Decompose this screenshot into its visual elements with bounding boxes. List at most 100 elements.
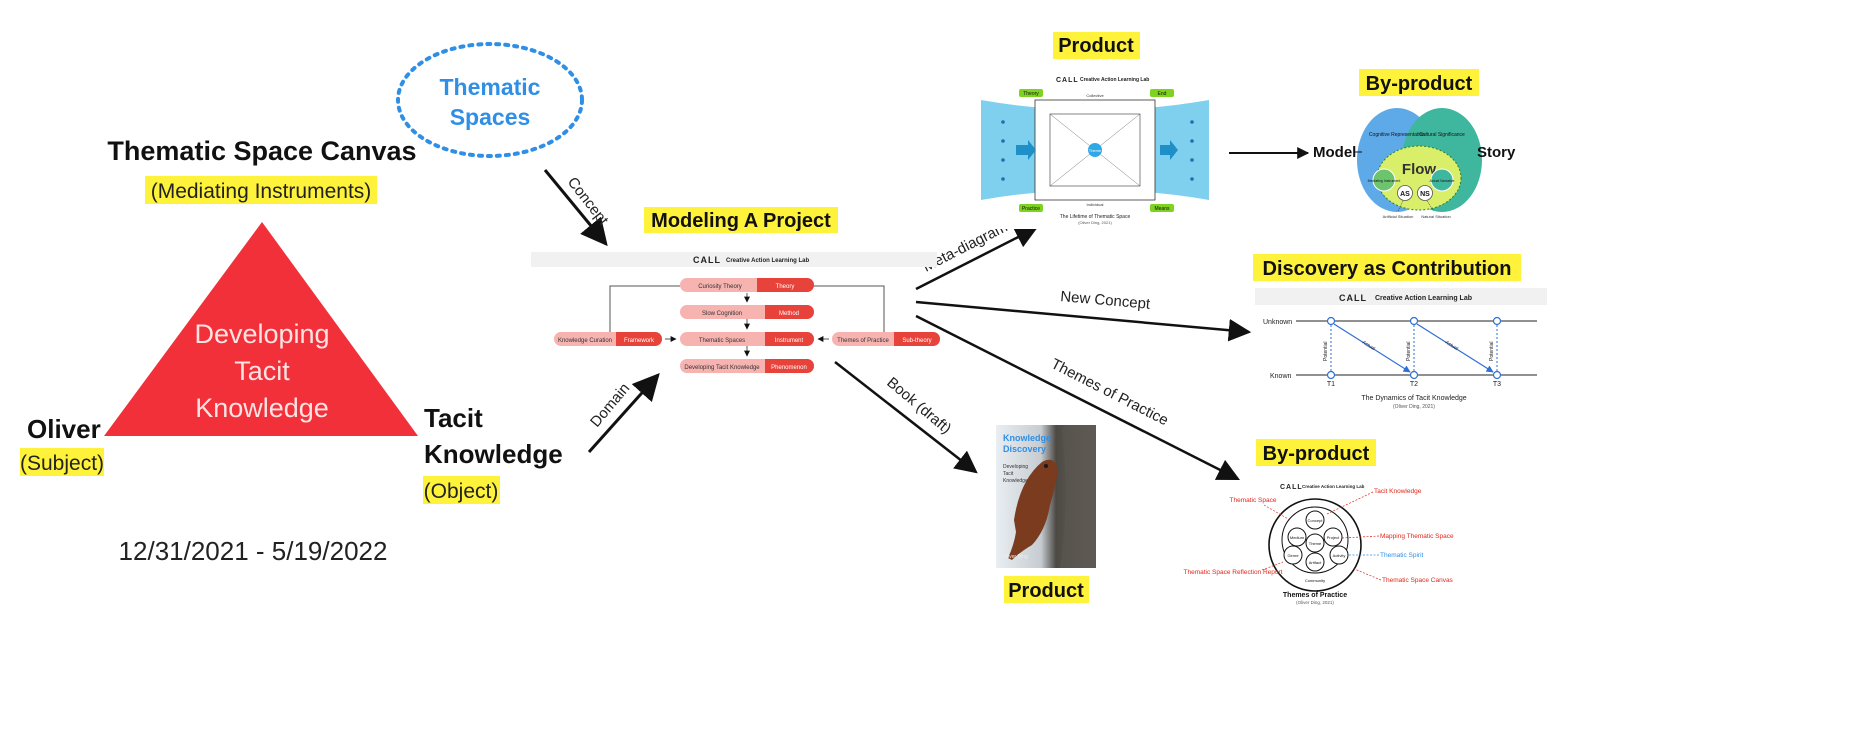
svg-text:Thematic Spirit: Thematic Spirit — [1380, 552, 1424, 559]
svg-text:Creative Action Learning Lab: Creative Action Learning Lab — [1302, 484, 1365, 489]
new-concept-label: New Concept — [1060, 288, 1152, 313]
svg-text:Creative Action Learning Lab: Creative Action Learning Lab — [1375, 295, 1472, 302]
modeling-highlight — [644, 207, 838, 233]
svg-text:Tacit: Tacit — [1003, 471, 1014, 477]
new-concept-arrow — [915, 300, 1252, 342]
lifetime-diagram: CALL Creative Action Learning Lab Theme … — [981, 71, 1209, 229]
modeling-title: Modeling A Project — [651, 210, 831, 232]
svg-text:Community: Community — [1305, 578, 1325, 583]
svg-text:Individual: Individual — [1087, 202, 1104, 207]
svg-text:Tacit Knowledge: Tacit Knowledge — [1374, 488, 1422, 495]
triangle-line-1: Developing — [194, 319, 329, 349]
svg-text:Sub-theory: Sub-theory — [902, 338, 931, 344]
story-label: Story — [1477, 144, 1516, 161]
modeling-lab-name: Creative Action Learning Lab — [726, 258, 809, 264]
svg-text:Instrument: Instrument — [775, 338, 804, 344]
triangle-line-2: Tacit — [234, 356, 290, 386]
svg-text:Actual: Actual — [1361, 340, 1376, 352]
themes-of-practice-diagram: CALL Creative Action Learning Lab Theme … — [1184, 484, 1454, 605]
svg-text:Developing: Developing — [1003, 464, 1028, 470]
svg-text:Activity: Activity — [1333, 553, 1346, 558]
svg-text:NS: NS — [1420, 191, 1430, 198]
svg-text:Knowledge: Knowledge — [1003, 478, 1028, 484]
concept-arrow — [543, 169, 608, 247]
book-title-1: Knowledge — [1003, 433, 1051, 443]
byproduct-top-label: By-product — [1366, 73, 1473, 95]
svg-text:Medium: Medium — [1290, 535, 1305, 540]
svg-text:T1: T1 — [1327, 381, 1335, 388]
product-top-highlight — [1053, 32, 1140, 59]
svg-text:Unknown: Unknown — [1263, 319, 1292, 326]
svg-text:Mapping Thematic Space: Mapping Thematic Space — [1380, 533, 1454, 540]
model-label: Model — [1313, 144, 1356, 161]
thematic-spaces-cloud: Thematic Spaces — [396, 42, 584, 158]
svg-text:Cultural Significance: Cultural Significance — [1419, 132, 1465, 138]
pill-row-theory: Curiosity Theory Theory — [680, 278, 814, 292]
svg-text:Knowledge Curation: Knowledge Curation — [558, 338, 612, 344]
object-role: (Object) — [424, 480, 499, 503]
svg-text:(Oliver Ding, 2021): (Oliver Ding, 2021) — [1078, 220, 1112, 225]
book-product-label: Product — [1008, 580, 1084, 602]
svg-text:AS: AS — [1400, 191, 1410, 198]
tacit-dynamics-diagram: CALL Creative Action Learning Lab Unknow… — [1255, 288, 1547, 410]
svg-text:CALL: CALL — [1056, 77, 1079, 84]
svg-text:Phenomenon: Phenomenon — [771, 365, 807, 371]
svg-text:Collective: Collective — [1086, 93, 1104, 98]
svg-text:Actual: Actual — [1444, 340, 1459, 352]
triangle-line-3: Knowledge — [195, 393, 329, 423]
svg-text:Thematic Space Canvas: Thematic Space Canvas — [1382, 577, 1454, 584]
subject-name: Oliver — [27, 414, 101, 444]
modeling-diagram: CALL Creative Action Learning Lab Curios… — [531, 252, 940, 373]
pill-side-framework: Knowledge Curation Framework — [554, 332, 662, 346]
svg-text:Potential: Potential — [1323, 342, 1329, 361]
svg-text:Potential: Potential — [1489, 342, 1495, 361]
svg-text:Known: Known — [1270, 373, 1292, 380]
svg-text:Creative Action Learning Lab: Creative Action Learning Lab — [1080, 77, 1149, 83]
svg-text:Framework: Framework — [624, 338, 655, 344]
themes-of-practice-arrow — [915, 314, 1241, 481]
svg-text:CALL: CALL — [1339, 293, 1367, 303]
svg-text:Natural Situation: Natural Situation — [1421, 214, 1451, 219]
domain-arrow — [587, 372, 660, 454]
date-range: 12/31/2021 - 5/19/2022 — [119, 536, 388, 566]
svg-text:T3: T3 — [1493, 381, 1501, 388]
object-name-2: Knowledge — [424, 439, 563, 469]
svg-text:(Oliver Ding, 2021): (Oliver Ding, 2021) — [1296, 600, 1334, 605]
flow-diagram: Cognitive Representation Cultural Signif… — [1357, 108, 1482, 219]
discovery-label: Discovery as Contribution — [1263, 258, 1512, 280]
canvas-title: Thematic Space Canvas — [107, 136, 416, 166]
svg-text:CALL: CALL — [1280, 484, 1303, 491]
activity-triangle: Developing Tacit Knowledge — [104, 222, 418, 436]
book-cover: Knowledge Discovery Developing Tacit Kno… — [996, 425, 1096, 568]
svg-text:(Oliver Ding, 2021): (Oliver Ding, 2021) — [1393, 404, 1435, 410]
pill-side-subtheory: Themes of Practice Sub-theory — [832, 332, 940, 346]
product-top-label: Product — [1058, 35, 1134, 57]
svg-text:Flow: Flow — [1402, 161, 1436, 178]
pill-row-method: Slow Cognition Method — [680, 305, 814, 319]
svg-text:Actual Narrative: Actual Narrative — [1430, 179, 1455, 183]
svg-text:CALL: CALL — [693, 255, 721, 265]
svg-text:Genre: Genre — [1287, 553, 1299, 558]
subject-role: (Subject) — [20, 452, 104, 475]
canvas-subtitle: (Mediating Instruments) — [151, 180, 372, 203]
book-draft-arrow — [834, 361, 978, 474]
discovery-highlight — [1253, 254, 1521, 281]
svg-text:Theme: Theme — [1309, 541, 1322, 546]
svg-text:Thematic Space Reflection Repo: Thematic Space Reflection Report — [1184, 569, 1283, 576]
pill-row-phenomenon: Developing Tacit Knowledge Phenomenon — [680, 359, 814, 373]
svg-text:The Lifetime of Thematic Space: The Lifetime of Thematic Space — [1060, 214, 1131, 220]
byproduct-top-highlight — [1359, 69, 1479, 96]
svg-text:Mediating Instrument: Mediating Instrument — [1368, 179, 1401, 183]
svg-text:Practice: Practice — [1022, 206, 1040, 212]
object-name-1: Tacit — [424, 403, 483, 433]
byproduct-bottom-label: By-product — [1263, 443, 1370, 465]
svg-text:The Dynamics of Tacit Knowledg: The Dynamics of Tacit Knowledge — [1361, 395, 1466, 402]
domain-label: Domain — [587, 380, 633, 431]
svg-text:Themes of Practice: Themes of Practice — [1283, 592, 1347, 599]
subject-highlight — [20, 448, 104, 476]
svg-text:T2: T2 — [1410, 381, 1418, 388]
svg-text:Developing Tacit Knowledge: Developing Tacit Knowledge — [684, 365, 760, 371]
svg-text:End: End — [1158, 91, 1167, 97]
svg-text:Theory: Theory — [776, 284, 795, 290]
